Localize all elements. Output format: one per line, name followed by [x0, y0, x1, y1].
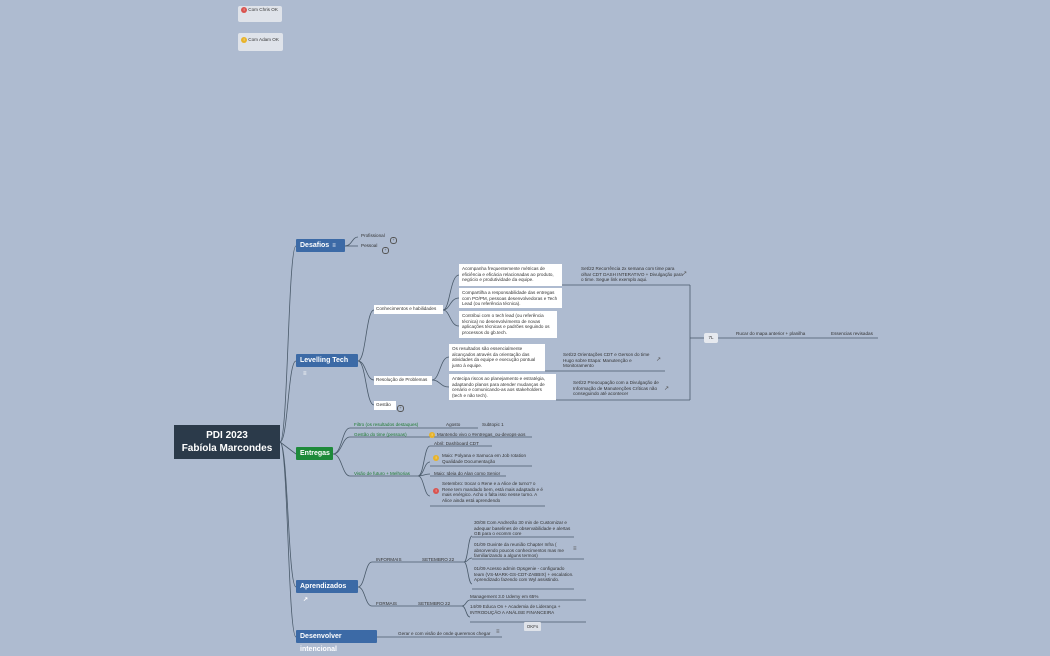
topic-entregas[interactable]: Entregas	[296, 447, 333, 460]
item-abril[interactable]: Abril: Dashboard CDT	[434, 441, 479, 446]
topic-desenvolver-intencional[interactable]: Desenvolver intencional	[296, 630, 377, 653]
topic-levelling-tech[interactable]: Levelling Tech≡	[296, 354, 358, 377]
alert-icon: !	[241, 6, 247, 13]
external-link-icon[interactable]: ↗	[664, 386, 670, 392]
subtopic-setembro-22-formais[interactable]: SETEMBRO 22	[418, 601, 451, 606]
subtopic-pessoal[interactable]: Pessoal	[361, 243, 378, 248]
item-educa[interactable]: 14/09 Educa On + Academia de Liderança +…	[470, 604, 561, 615]
subtopic-visao[interactable]: Visão de futuro + Melhorias	[354, 471, 410, 476]
subtopic-setembro-22[interactable]: SETEMBRO 22	[422, 557, 455, 562]
comment-3: Set/22 Preocupação com a Divulgação de I…	[573, 380, 659, 396]
item-aprendizado-3[interactable]: 01/09 Acesso admin Opsgenie - configurad…	[474, 566, 574, 582]
item-box-1[interactable]: Acompanha frequentemente métricas de efi…	[459, 264, 562, 286]
floating-okfs[interactable]: OKFs	[524, 622, 541, 631]
item-maio2[interactable]: Maio: Ideia do Alan como Senior	[434, 471, 501, 476]
subtopic-gestao[interactable]: Gestão	[374, 401, 396, 410]
note-chris[interactable]: ! Com Chris OK	[238, 6, 282, 22]
rucar-text[interactable]: Rucar do mapa anterior + planilha	[736, 331, 806, 336]
subtopic-informais[interactable]: INFORMAIS	[376, 557, 402, 562]
item-gerar[interactable]: Gerar e com visão de onde queremos chega…	[398, 631, 491, 636]
item-box-5[interactable]: Antecipa riscos ao planejamento e estrat…	[449, 374, 556, 400]
subtopic-resolucao[interactable]: Resolução de Problemas	[374, 376, 432, 385]
collapse-toggle[interactable]: +	[382, 247, 389, 254]
item-maio[interactable]: Maio: Polyana e Samuca em Job rotation Q…	[442, 453, 527, 464]
note-adam[interactable]: ! Com Adam OK	[238, 33, 283, 51]
item-aprendizado-1[interactable]: 30/08 Com Andrezão 30 min de Customizar …	[474, 520, 571, 536]
warning-icon: !	[429, 432, 435, 438]
notes-icon: ≡	[332, 243, 336, 249]
warning-icon: !	[433, 455, 439, 461]
topic-aprendizados[interactable]: Aprendizados↗	[296, 580, 358, 603]
subtopic-agosto[interactable]: Agosto	[446, 422, 461, 427]
subtopic-formais[interactable]: FORMAIS	[376, 601, 397, 606]
item-box-2[interactable]: Compartilha a responsabilidade das entre…	[459, 288, 562, 308]
summary-badge[interactable]: 7L	[704, 333, 718, 343]
central-topic[interactable]: PDI 2023 Fabíola Marcondes	[174, 425, 280, 459]
essencias-text[interactable]: Essencias revisadas	[831, 331, 873, 336]
item-management[interactable]: Management 3.0 Udemy em 65%	[470, 594, 539, 599]
notes-icon[interactable]: ≡	[496, 629, 500, 635]
subtopic-profissional[interactable]: Profissional	[361, 233, 385, 238]
external-link-icon[interactable]: ↗	[682, 271, 688, 277]
item-box-3[interactable]: Contribui com o tech lead (ou referência…	[459, 311, 557, 338]
warning-icon: !	[241, 36, 247, 43]
subtopic-conhecimentos[interactable]: Conhecimentos e habilidades	[374, 305, 443, 314]
comment-2: Set/22 Orientações CDT e Gerson do time …	[563, 352, 650, 368]
link-icon: ↗	[303, 597, 309, 603]
alert-icon: !	[433, 488, 439, 494]
topic-desafios[interactable]: Desafios≡	[296, 239, 345, 252]
notes-icon: ≡	[303, 371, 307, 377]
item-box-4[interactable]: Os resultados são essencialmente alcança…	[449, 344, 545, 371]
subtopic-gestao-time[interactable]: Gestão do time (pessoas)	[354, 432, 407, 437]
notes-icon[interactable]: ≡	[573, 546, 577, 552]
subtopic-1[interactable]: Subtopic 1	[482, 422, 504, 427]
item-aprendizado-2[interactable]: 01/09 Ouvinte da reunião Chapter Infra (…	[474, 542, 564, 558]
external-link-icon[interactable]: ↗	[656, 357, 662, 363]
comment-1: Set/22 Recorrência 2x semana com time pa…	[581, 266, 683, 282]
collapse-toggle[interactable]: +	[397, 405, 404, 412]
collapse-toggle[interactable]: +	[390, 237, 397, 244]
subtopic-filtro[interactable]: Filtro (os resultados destaques)	[354, 422, 419, 427]
item-setembro[interactable]: Setembro: trocar o Rene e a Alice de tur…	[442, 481, 543, 503]
item-mantendo[interactable]: Mantendo vivo o #entregas_ou-devops-aos	[437, 432, 526, 437]
